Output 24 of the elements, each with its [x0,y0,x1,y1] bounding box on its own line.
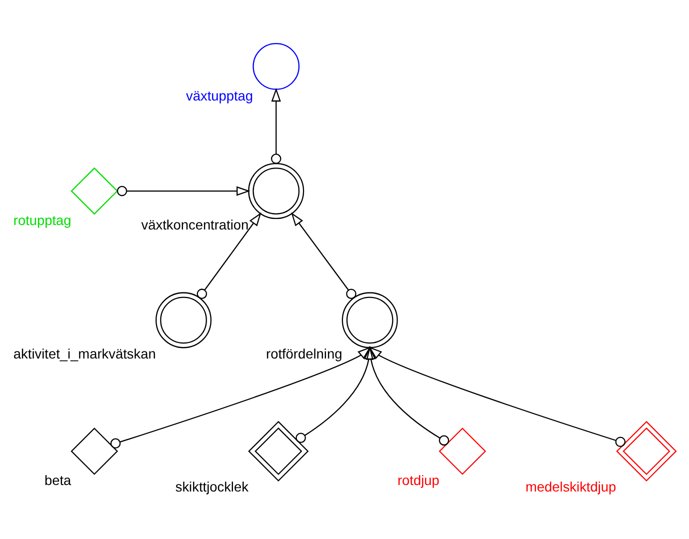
arrow [110,346,372,449]
node-circle [342,292,398,348]
node-circle [248,163,304,220]
node-label: skikttjocklek [175,480,248,495]
node-diamond [248,420,309,482]
node-diamond [70,167,118,215]
arrow [196,212,262,299]
node-circle [252,43,300,90]
node-circle [156,292,212,348]
arrow [116,186,250,196]
node-label: medelskiktdjup [526,480,616,495]
node-label: växtupptag [186,88,254,104]
arrow [291,212,356,299]
arrow [366,346,450,446]
node-label: rotdjup [397,473,440,488]
node-diamond [70,428,118,475]
node-label: rotfördelning [266,346,342,362]
arrow [270,88,282,164]
node-label: beta [44,473,72,488]
arrow [296,346,374,443]
node-label: aktivitet_i_markvätskan [13,346,156,362]
arrow [368,346,626,448]
node-label: rotupptag [13,212,72,228]
node-label: växtkoncentration [141,217,249,232]
